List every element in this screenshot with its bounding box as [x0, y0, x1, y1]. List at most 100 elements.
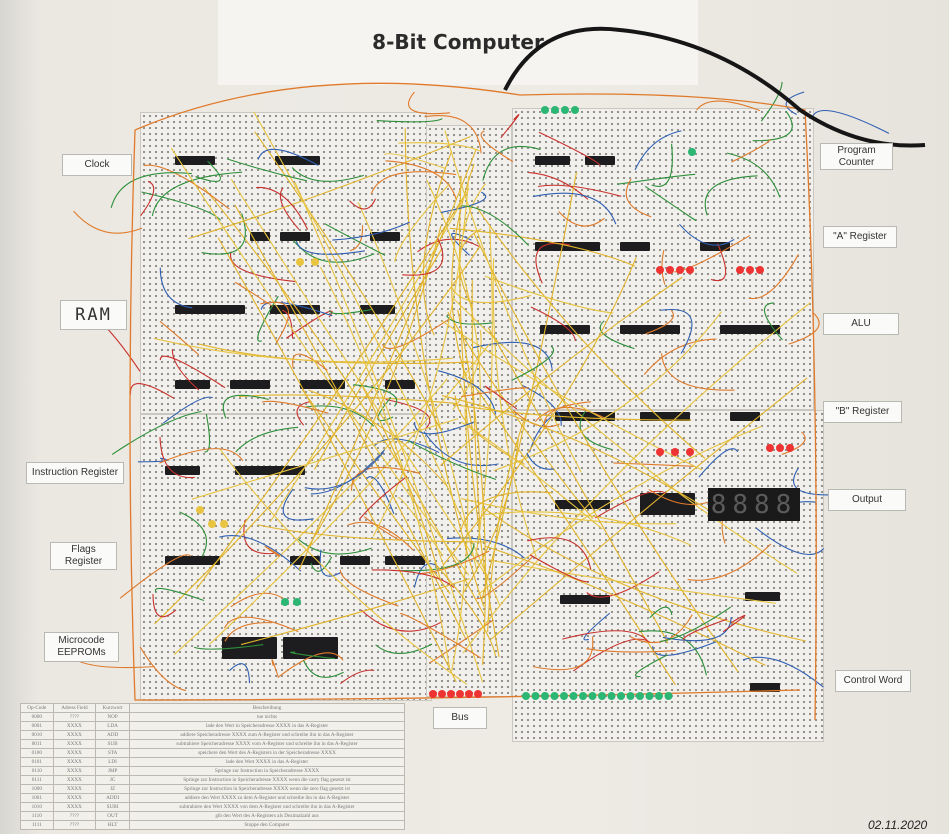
wire: [224, 616, 299, 633]
wire: [151, 171, 243, 217]
wire: [402, 238, 444, 276]
wire: [370, 171, 457, 195]
wire: [558, 211, 605, 227]
ic-chip: [340, 556, 370, 565]
wire: [710, 243, 727, 282]
led: [688, 148, 696, 156]
ic-chip: [175, 156, 215, 165]
ic-chip: [585, 156, 615, 165]
wire: [527, 537, 592, 570]
led: [281, 598, 289, 606]
wire: [195, 194, 466, 590]
table-cell: Stoppe den Computer: [129, 820, 405, 830]
table-cell: Springe zur Instruction in Speicheradres…: [129, 775, 405, 785]
wire: [222, 394, 269, 419]
wire: [281, 309, 294, 339]
led: [645, 692, 654, 700]
wire: [349, 198, 376, 210]
wire: [652, 640, 719, 656]
led: [776, 444, 784, 452]
wire: [257, 295, 279, 342]
ic-chip: [535, 156, 570, 165]
ic-chip: [250, 232, 270, 241]
wire: [297, 538, 372, 555]
label-microcode-eeproms: Microcode EEPROMs: [44, 632, 119, 662]
table-cell: HLT: [95, 820, 130, 830]
wire: [638, 630, 707, 676]
wire: [447, 311, 594, 519]
wire: [203, 187, 486, 617]
table-cell: JZ: [95, 784, 130, 794]
wire: [404, 128, 485, 607]
ic-chip: [620, 242, 650, 251]
wire: [408, 91, 451, 115]
ic-chip: [360, 305, 395, 314]
table-cell: 1110: [20, 811, 54, 821]
wire: [305, 405, 375, 427]
wire: [240, 578, 470, 646]
table-cell: ????: [52, 820, 97, 830]
wire: [159, 267, 193, 309]
led: [676, 266, 684, 274]
wire: [294, 182, 484, 683]
wire: [340, 669, 375, 684]
led: [746, 266, 754, 274]
wire: [482, 506, 807, 642]
wire: [457, 309, 486, 666]
wire: [760, 81, 783, 122]
wire: [643, 338, 717, 375]
wire: [397, 496, 444, 557]
table-cell: Springe zur Instruction in Speicheradres…: [129, 766, 405, 776]
wire: [73, 210, 143, 234]
ic-chip: [165, 466, 200, 475]
table-cell: tue nichts: [129, 712, 405, 722]
wire: [459, 183, 486, 280]
led: [560, 692, 568, 700]
wire: [376, 118, 443, 123]
table-cell: XXXX: [52, 802, 97, 812]
led: [571, 106, 579, 114]
ic-chip: [290, 556, 320, 565]
wire: [660, 606, 732, 643]
wire: [687, 543, 772, 581]
wire: [261, 400, 329, 414]
led: [655, 692, 663, 700]
wire: [310, 556, 333, 572]
led: [607, 692, 616, 700]
wire: [193, 644, 264, 650]
wire: [235, 426, 299, 453]
wire: [139, 646, 187, 692]
wire: [360, 609, 443, 632]
wire: [162, 396, 214, 424]
wire: [438, 370, 497, 415]
led: [666, 266, 674, 274]
usb-cable: [503, 26, 926, 148]
wire: [226, 158, 307, 182]
wire: [282, 488, 314, 521]
ic-chip: [640, 493, 695, 515]
wire: [372, 176, 470, 537]
label-a-register: "A" Register: [823, 226, 897, 248]
wire: [500, 114, 520, 139]
wire: [440, 191, 487, 214]
wire: [253, 111, 501, 606]
wire: [811, 109, 890, 134]
wire: [781, 431, 806, 455]
wire: [191, 418, 459, 500]
table-header-cell: Beschreibung: [129, 703, 405, 713]
ic-chip: [270, 305, 320, 314]
wire: [660, 308, 693, 354]
wire: [238, 394, 457, 405]
wire: [451, 232, 472, 256]
wire: [229, 663, 251, 684]
wire: [460, 387, 529, 398]
ic-chip: [370, 232, 400, 241]
